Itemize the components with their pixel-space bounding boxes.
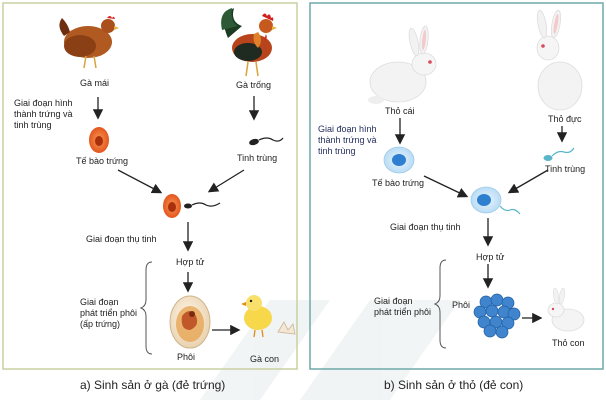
rooster-illustration [221,8,277,77]
label-stage-fertilization-a: Giai đoạn thụ tinh [86,234,157,244]
fertilization-b [470,186,521,215]
baby-rabbit-illustration [547,287,585,332]
label-baby-rabbit: Thỏ con [552,338,585,348]
bracket-b [433,259,447,349]
label-chick: Gà con [250,354,280,364]
label-stage-gamete-a: Giai đoạn hình thành trứng và tinh trùng [14,98,73,130]
label-sperm-b: Tinh trùng [545,164,586,174]
chick-illustration [241,295,296,338]
egg-cell-b [383,146,415,174]
label-stage-fertilization-b: Giai đoạn thụ tinh [390,222,461,232]
label-male-rabbit: Thỏ đực [548,114,582,124]
embryo-cluster-b [473,293,521,339]
label-egg-cell-a: Tế bào trứng [76,156,129,166]
hen-illustration [59,16,119,69]
male-rabbit-illustration [536,9,583,111]
panel-a-frame [2,2,298,370]
sperm-b [543,147,575,161]
label-sperm-a: Tinh trùng [237,153,278,163]
label-hen: Gà mái [80,78,110,88]
label-stage-embryo-b: Giai đoạn phát triển phôi [374,296,432,317]
fertilization-a [163,194,221,218]
caption-a: a) Sinh sản ở gà (đẻ trứng) [80,378,226,392]
label-zygote-b: Hợp tử [476,252,505,262]
sperm-a [249,137,284,146]
label-zygote-a: Hợp tử [176,257,205,267]
label-female-rabbit: Thỏ cái [385,106,415,116]
label-rooster: Gà trống [236,80,272,90]
bracket-a [139,261,153,355]
label-embryo-a: Phôi [177,352,196,362]
label-egg-cell-b: Tế bào trứng [372,178,425,188]
egg-cell-a [89,127,109,153]
panel-b-frame [309,2,604,370]
incubated-egg [169,295,211,349]
label-embryo-b: Phôi [452,300,471,310]
caption-b: b) Sinh sản ở thỏ (đẻ con) [384,378,524,392]
label-stage-embryo-a: Giai đoạn phát triển phôi (ấp trứng) [80,297,138,329]
label-stage-gamete-b: Giai đoạn hình thành trứng và tinh trùng [318,124,377,156]
female-rabbit-illustration [368,25,437,104]
